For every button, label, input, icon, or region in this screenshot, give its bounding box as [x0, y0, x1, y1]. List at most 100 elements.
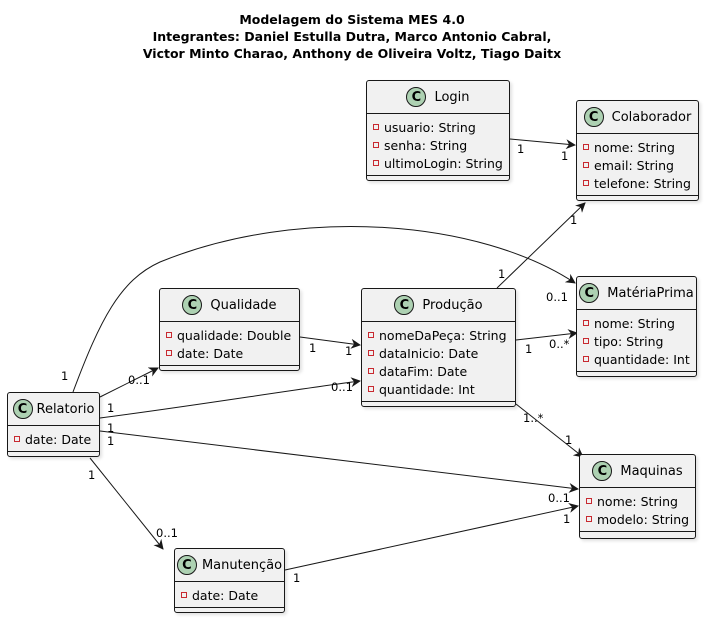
- method-list: [367, 176, 509, 184]
- attribute: nomeDaPeça: String: [362, 326, 515, 344]
- private-visibility-icon: [368, 368, 374, 374]
- method-list: [577, 196, 698, 204]
- attribute: modelo: String: [580, 510, 695, 528]
- class-qualidade[interactable]: C Qualidade qualidade: Double date: Date: [159, 288, 300, 371]
- class-header: C MatériaPrima: [577, 277, 696, 310]
- private-visibility-icon: [586, 498, 592, 504]
- class-badge-icon: C: [406, 87, 427, 107]
- attribute-text: senha: String: [384, 137, 468, 153]
- class-badge-icon: C: [12, 399, 33, 419]
- attribute-text: ultimoLogin: String: [384, 155, 503, 171]
- attribute: dataFim: Date: [362, 362, 515, 380]
- private-visibility-icon: [583, 144, 589, 150]
- private-visibility-icon: [166, 350, 172, 356]
- method-list: [580, 532, 695, 540]
- edge-relatorio-manutencao: [89, 457, 164, 550]
- private-visibility-icon: [583, 180, 589, 186]
- method-list: [362, 402, 515, 410]
- edge-producao-materiaprima: [515, 329, 578, 341]
- attribute-text: quantidade: Int: [379, 381, 475, 397]
- multiplicity-label: 1: [561, 149, 569, 163]
- class-materiaprima[interactable]: C MatériaPrima nome: String tipo: String…: [576, 276, 697, 377]
- multiplicity-label: 1: [565, 433, 573, 447]
- class-badge-icon: C: [592, 461, 613, 481]
- method-list: [160, 366, 299, 374]
- attribute: nome: String: [577, 314, 696, 332]
- private-visibility-icon: [166, 332, 172, 338]
- title-line-1: Modelagem do Sistema MES 4.0: [239, 12, 465, 27]
- edge-manutencao-maquinas: [284, 503, 579, 571]
- edge-relatorio-maquinas: [99, 430, 579, 493]
- multiplicity-label: 1: [107, 434, 115, 448]
- multiplicity-label: 0..*: [549, 337, 570, 351]
- class-name: Qualidade: [210, 297, 277, 313]
- multiplicity-label: 1: [563, 512, 571, 526]
- attribute: senha: String: [367, 136, 509, 154]
- attribute-text: nome: String: [594, 315, 675, 331]
- class-name: Login: [434, 89, 470, 105]
- method-list: [175, 608, 284, 616]
- attribute-text: nomeDaPeça: String: [379, 327, 507, 343]
- private-visibility-icon: [373, 124, 379, 130]
- edge-relatorio-producao: [99, 377, 361, 419]
- private-visibility-icon: [583, 320, 589, 326]
- class-login[interactable]: C Login usuario: String senha: String ul…: [366, 80, 510, 181]
- edge-login-colaborador: [509, 138, 576, 150]
- class-header: C Qualidade: [160, 289, 299, 322]
- attribute: date: Date: [8, 430, 99, 448]
- class-producao[interactable]: C Produção nomeDaPeça: String dataInicio…: [361, 288, 516, 407]
- attribute: telefone: String: [577, 174, 698, 192]
- multiplicity-label: 1: [309, 341, 317, 355]
- attribute-text: date: Date: [192, 587, 259, 603]
- multiplicity-label: 1: [345, 344, 353, 358]
- attribute: ultimoLogin: String: [367, 154, 509, 172]
- attribute-list: date: Date: [175, 582, 284, 608]
- multiplicity-label: 1: [525, 342, 533, 356]
- attribute: nome: String: [580, 492, 695, 510]
- class-relatorio[interactable]: C Relatorio date: Date: [7, 392, 100, 457]
- class-manutencao[interactable]: C Manutenção date: Date: [174, 548, 285, 613]
- multiplicity-label: 1: [107, 421, 115, 435]
- attribute-text: qualidade: Double: [177, 327, 292, 343]
- attribute: tipo: String: [577, 332, 696, 350]
- attribute-text: modelo: String: [597, 511, 690, 527]
- private-visibility-icon: [373, 160, 379, 166]
- attribute: quantidade: Int: [577, 350, 696, 368]
- attribute-text: dataInicio: Date: [379, 345, 479, 361]
- edge-qualidade-producao: [299, 336, 361, 349]
- class-badge-icon: C: [182, 295, 203, 315]
- class-colaborador[interactable]: C Colaborador nome: String email: String…: [576, 100, 699, 201]
- private-visibility-icon: [583, 338, 589, 344]
- edge-producao-colaborador: [496, 202, 586, 289]
- attribute-list: date: Date: [8, 426, 99, 452]
- edge-relatorio-qualidade: [99, 367, 159, 398]
- attribute-text: date: Date: [177, 345, 244, 361]
- attribute-text: dataFim: Date: [379, 363, 468, 379]
- multiplicity-label: 0..1: [546, 290, 568, 304]
- class-maquinas[interactable]: C Maquinas nome: String modelo: String: [579, 454, 696, 539]
- multiplicity-label: 0..1: [331, 380, 353, 394]
- attribute-text: telefone: String: [594, 175, 691, 191]
- attribute: dataInicio: Date: [362, 344, 515, 362]
- edge-relatorio-materiaprima: [72, 226, 576, 393]
- class-header: C Colaborador: [577, 101, 698, 134]
- class-header: C Manutenção: [175, 549, 284, 582]
- attribute: qualidade: Double: [160, 326, 299, 344]
- class-name: Manutenção: [201, 557, 283, 573]
- class-badge-icon: C: [176, 555, 197, 575]
- multiplicity-label: 1: [570, 213, 578, 227]
- multiplicity-label: 1: [498, 267, 506, 281]
- attribute: email: String: [577, 156, 698, 174]
- multiplicity-label: 1: [88, 468, 96, 482]
- diagram-title: Modelagem do Sistema MES 4.0 Integrantes…: [0, 11, 704, 62]
- class-header: C Login: [367, 81, 509, 114]
- method-list: [8, 452, 99, 460]
- class-header: C Relatorio: [8, 393, 99, 426]
- title-line-3: Victor Minto Charao, Anthony de Oliveira…: [142, 46, 562, 61]
- private-visibility-icon: [14, 436, 20, 442]
- class-badge-icon: C: [583, 107, 604, 127]
- private-visibility-icon: [583, 162, 589, 168]
- method-list: [577, 372, 696, 380]
- class-header: C Produção: [362, 289, 515, 322]
